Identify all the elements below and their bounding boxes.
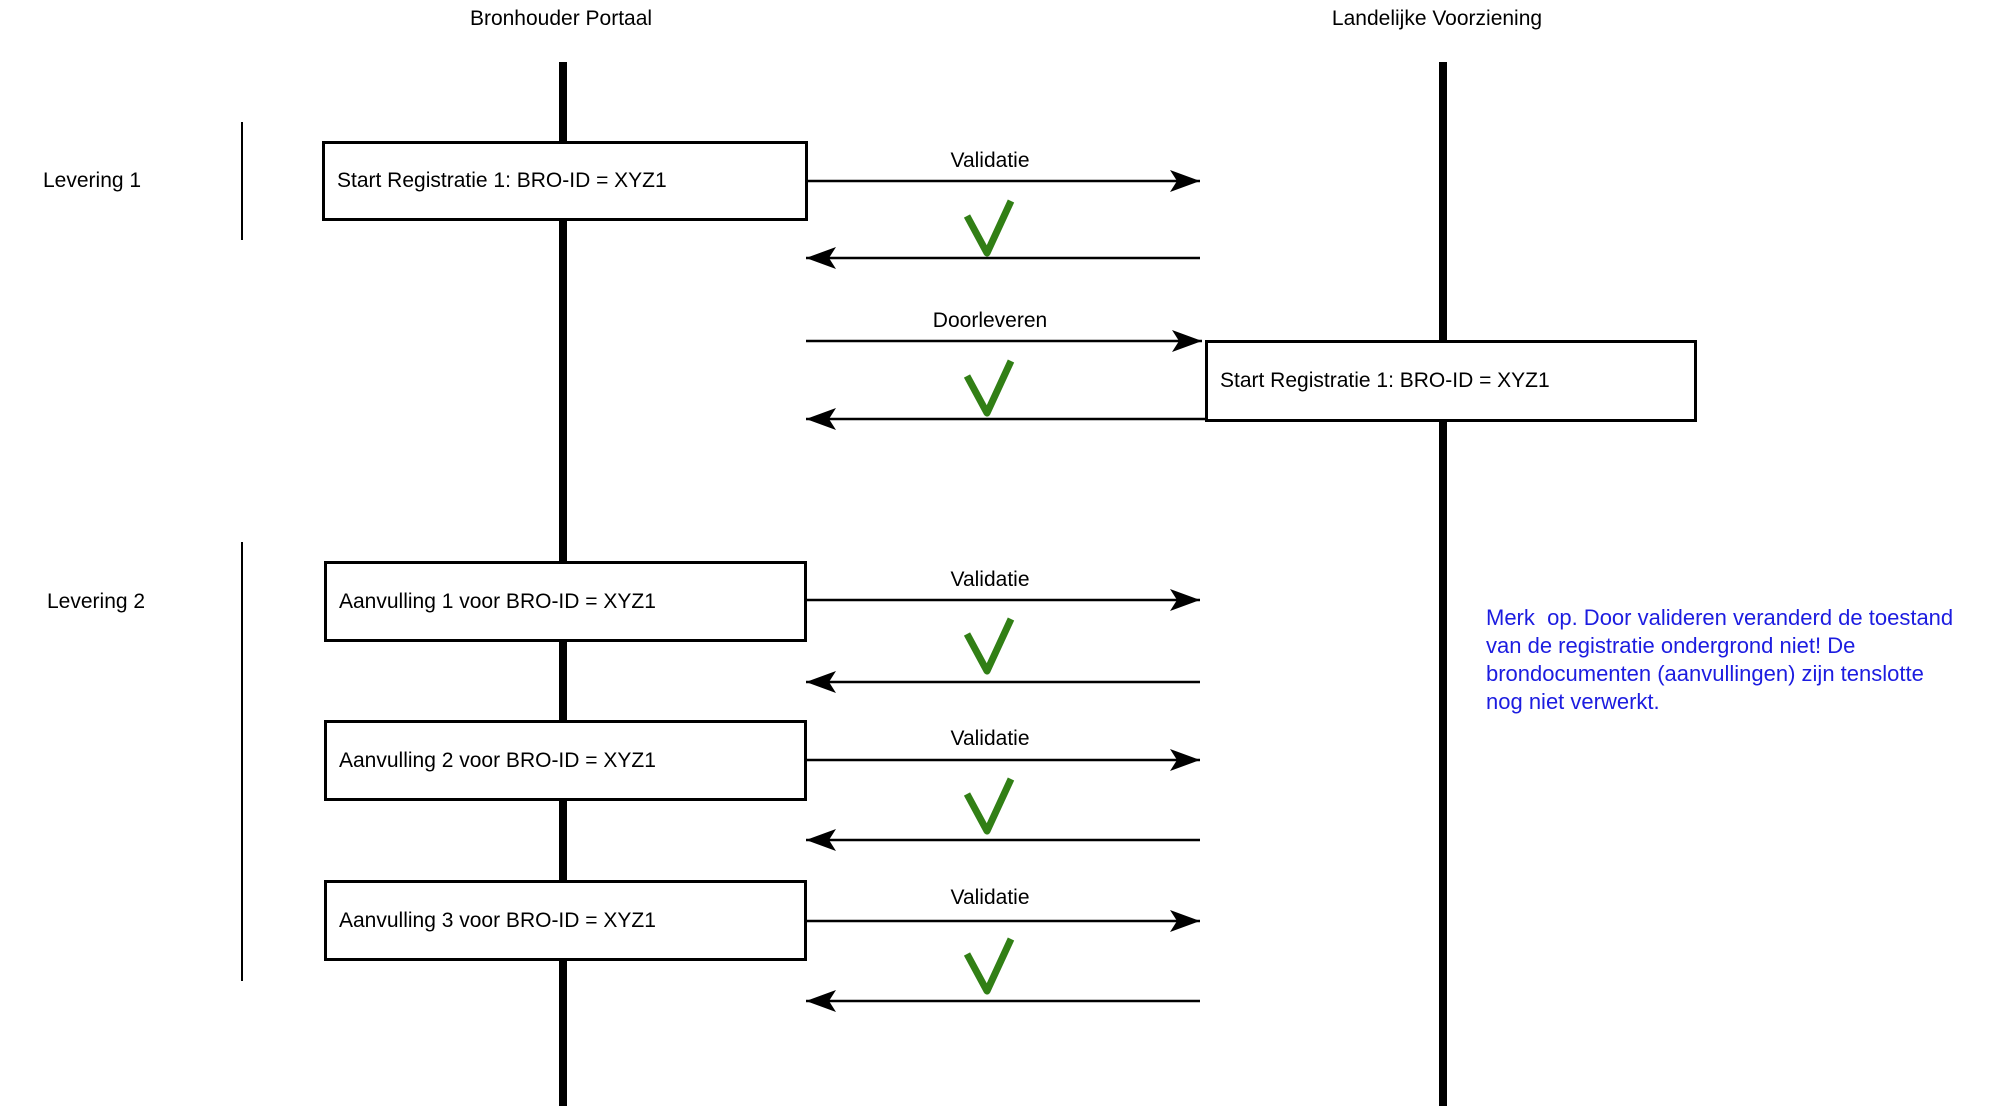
actor-label-landelijke-voorziening: Landelijke Voorziening xyxy=(1331,7,1543,30)
arrow-label-validatie-4: Validatie xyxy=(950,886,1030,909)
group-label-levering-2: Levering 2 xyxy=(47,590,146,613)
note-line: Merk op. Door valideren veranderd de toe… xyxy=(1486,605,1954,630)
message-box-start-registratie-portaal: Start Registratie 1: BRO-ID = XYZ1 xyxy=(322,141,808,221)
arrow-label-validatie-2: Validatie xyxy=(950,568,1030,591)
message-box-label: Aanvulling 1 voor BRO-ID = XYZ1 xyxy=(339,589,656,613)
message-box-aanvulling-1: Aanvulling 1 voor BRO-ID = XYZ1 xyxy=(324,561,807,642)
note-line: brondocumenten (aanvullingen) zijn tensl… xyxy=(1486,661,1924,686)
message-box-aanvulling-3: Aanvulling 3 voor BRO-ID = XYZ1 xyxy=(324,880,807,961)
green-checkmark-icon xyxy=(963,777,1015,835)
message-box-label: Aanvulling 2 voor BRO-ID = XYZ1 xyxy=(339,748,656,772)
message-box-aanvulling-2: Aanvulling 2 voor BRO-ID = XYZ1 xyxy=(324,720,807,801)
note-line: nog niet verwerkt. xyxy=(1486,689,1660,714)
group-label-levering-1: Levering 1 xyxy=(43,169,142,192)
arrow-label-doorleveren: Doorleveren xyxy=(932,309,1048,332)
green-checkmark-icon xyxy=(963,937,1015,995)
green-checkmark-icon xyxy=(963,617,1015,675)
message-box-label: Start Registratie 1: BRO-ID = XYZ1 xyxy=(1220,369,1550,392)
note-text: Merk op. Door valideren veranderd de toe… xyxy=(1486,604,1953,716)
green-checkmark-icon xyxy=(963,359,1015,417)
message-box-label: Aanvulling 3 voor BRO-ID = XYZ1 xyxy=(339,908,656,932)
message-box-label: Start Registratie 1: BRO-ID = XYZ1 xyxy=(337,169,667,192)
green-checkmark-icon xyxy=(963,199,1015,257)
note-line: van de registratie ondergrond niet! De xyxy=(1486,633,1856,658)
message-box-start-registratie-lv: Start Registratie 1: BRO-ID = XYZ1 xyxy=(1205,340,1697,422)
actor-label-bronhouder-portaal: Bronhouder Portaal xyxy=(469,7,653,30)
arrow-label-validatie-3: Validatie xyxy=(950,727,1030,750)
arrow-label-validatie-1: Validatie xyxy=(950,149,1030,172)
